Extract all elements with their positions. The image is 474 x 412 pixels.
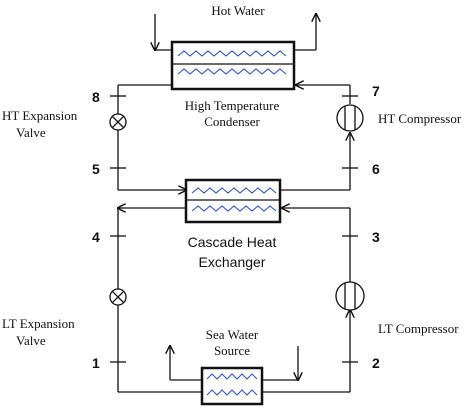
- cascade-coil-top: [191, 187, 277, 194]
- ht-condenser-coil-top: [177, 50, 287, 57]
- hot-water-label: Hot Water: [211, 3, 265, 18]
- evaporator-coil-bottom: [206, 389, 258, 396]
- lt-valve-cross-b: [111, 290, 125, 304]
- cascade-heat-exchanger-box: [184, 178, 282, 224]
- lt-compressor: [335, 281, 365, 311]
- ht-condenser-box: [170, 40, 296, 91]
- lt-compressor-label: LT Compressor: [378, 321, 459, 336]
- ht-condenser-coil-bottom: [177, 68, 287, 75]
- cascade-label-line2: Exchanger: [199, 254, 266, 270]
- sea-water-label-line2: Source: [214, 343, 250, 358]
- evaporator-coil-top: [206, 373, 258, 380]
- state-point-1: 1: [92, 355, 100, 371]
- ht-compressor: [336, 104, 364, 132]
- state-point-5: 5: [92, 161, 100, 177]
- sea-water-label-line1: Sea Water: [206, 327, 259, 342]
- ht-expansion-label-line2: Valve: [16, 125, 46, 140]
- ht-valve-cross-b: [111, 115, 125, 129]
- state-point-8: 8: [92, 89, 100, 105]
- state-point-4: 4: [92, 229, 100, 245]
- state-point-2: 2: [372, 355, 380, 371]
- lt-expansion-label-line1: LT Expansion: [2, 316, 75, 331]
- lt-expansion-label-line2: Valve: [16, 333, 46, 348]
- ht-expansion-label-line1: HT Expansion: [2, 108, 78, 123]
- ht-condenser-label-line2: Condenser: [204, 114, 260, 129]
- cascade-coil-bottom: [191, 205, 277, 212]
- cascade-label-line1: Cascade Heat: [188, 234, 277, 250]
- ht-compressor-label: HT Compressor: [378, 111, 462, 126]
- state-point-6: 6: [372, 161, 380, 177]
- state-point-3: 3: [372, 229, 380, 245]
- state-point-7: 7: [372, 83, 380, 99]
- ht-condenser-label-line1: High Temperature: [185, 98, 280, 113]
